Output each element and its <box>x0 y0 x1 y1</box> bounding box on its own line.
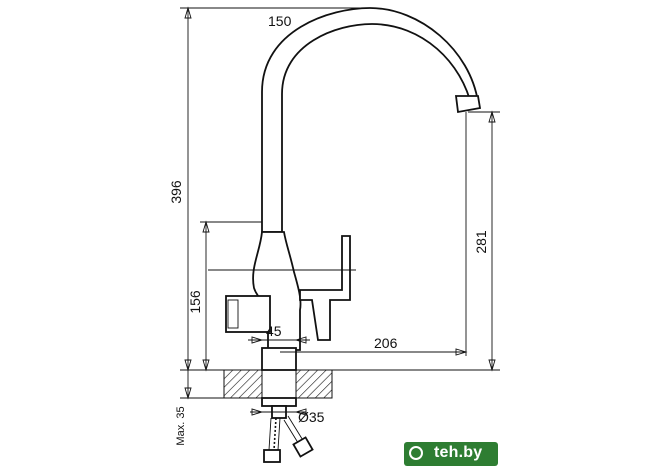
dim-156-label: 156 <box>187 290 203 314</box>
circle-logo-icon <box>409 446 423 460</box>
spout-tip <box>454 95 482 114</box>
hose-right-fitting <box>292 436 314 458</box>
dim-281-label: 281 <box>473 230 489 254</box>
left-handle-inner <box>227 299 239 329</box>
dim-396-label: 396 <box>168 180 184 204</box>
faucet-base <box>261 347 297 371</box>
left-handle <box>225 295 271 333</box>
spout <box>261 7 479 233</box>
hose-left-outline <box>268 417 281 451</box>
faucet-neck <box>252 231 302 351</box>
watermark: teh.by <box>404 440 666 468</box>
watermark-badge <box>404 442 498 466</box>
hose-left-fitting <box>263 449 281 463</box>
hose-left <box>273 417 277 451</box>
dim-max35-label: Max. 35 <box>175 406 187 445</box>
dim-45-label: 45 <box>266 323 282 339</box>
mounting-nut <box>261 397 297 407</box>
dim-150-label: 150 <box>268 13 292 29</box>
right-handle <box>299 235 351 341</box>
watermark-text: teh.by <box>434 444 483 461</box>
dim-35-label: Ø35 <box>298 409 325 425</box>
countertop-right <box>295 369 333 399</box>
countertop-left <box>223 369 263 399</box>
dim-206-label: 206 <box>374 335 398 351</box>
